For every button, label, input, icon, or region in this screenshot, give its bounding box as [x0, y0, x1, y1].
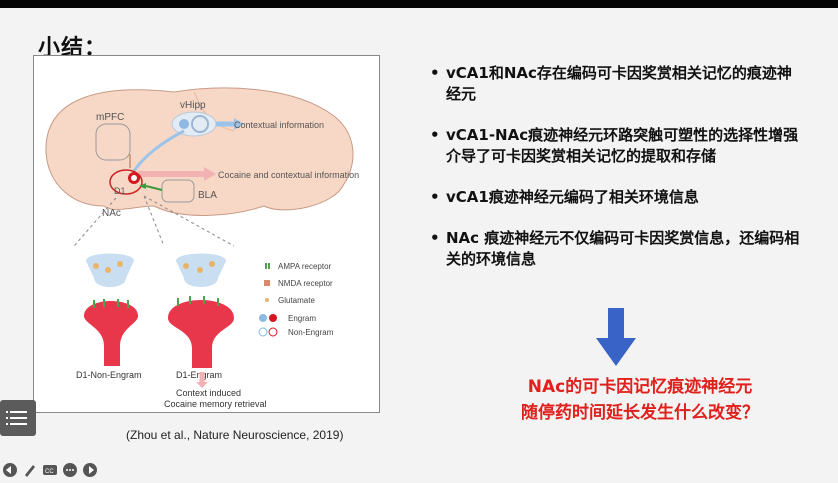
mpfc-region — [95, 123, 131, 161]
citation: (Zhou et al., Nature Neuroscience, 2019) — [126, 428, 344, 442]
window-top-bar — [0, 0, 838, 8]
svg-text:Engram: Engram — [288, 314, 316, 323]
brain-circuit-diagram: vHipp mPFC Contextual information Cocain… — [45, 87, 359, 409]
mpfc-label: mPFC — [96, 112, 124, 123]
summary-bullets: •vCA1和NAc存在编码可卡因奖赏相关记忆的痕迹神经元 •vCA1-NAc痕迹… — [420, 63, 800, 290]
d1-engram-label: D1-Engram — [176, 370, 222, 380]
brain-outline — [45, 87, 354, 216]
bullet-item: •vCA1和NAc存在编码可卡因奖赏相关记忆的痕迹神经元 — [430, 64, 792, 103]
synapse-engram: D1-Engram — [168, 253, 234, 380]
captions-icon[interactable]: CC — [42, 462, 58, 478]
svg-text:Non-Engram: Non-Engram — [288, 328, 334, 337]
nac-label: NAc — [102, 208, 121, 219]
svg-text:AMPA receptor: AMPA receptor — [278, 262, 332, 271]
bullet-item: •vCA1-NAc痕迹神经元环路突触可塑性的选择性增强介导了可卡因奖赏相关记忆的… — [430, 126, 799, 165]
bullet-item: •vCA1痕迹神经元编码了相关环境信息 — [430, 188, 699, 206]
slide: 小结： vHipp — [0, 8, 838, 460]
svg-text:CC: CC — [45, 469, 54, 475]
research-question: NAc的可卡因记忆痕迹神经元 随停药时间延长发生什么改变？ — [521, 377, 759, 423]
down-arrow-icon — [596, 308, 636, 366]
synapse-non-engram: D1-Non-Engram — [76, 253, 142, 380]
menu-button[interactable] — [0, 400, 36, 436]
cocaine-info-label: Cocaine and contextual information — [218, 170, 359, 180]
svg-text:Glutamate: Glutamate — [278, 296, 315, 305]
nac-region — [109, 169, 143, 195]
bullet-item: •NAc 痕迹神经元不仅编码可卡因奖赏信息，还编码相关的环境信息 — [430, 229, 800, 268]
contextual-info-label: Contextual information — [234, 120, 324, 130]
vhipp-label: vHipp — [180, 100, 206, 111]
forward-icon[interactable] — [82, 462, 98, 478]
d1-non-engram-label: D1-Non-Engram — [76, 370, 142, 380]
d1-label: D1 — [114, 186, 126, 196]
figure-panel: vHipp mPFC Contextual information Cocain… — [33, 55, 380, 413]
svg-text:NMDA receptor: NMDA receptor — [278, 279, 333, 288]
context-induced-label: Context induced — [176, 388, 241, 398]
playback-controls — [0, 460, 838, 483]
back-icon[interactable] — [2, 462, 18, 478]
figure-legend: AMPA receptor NMDA receptor Glutamate En… — [258, 262, 334, 337]
more-icon[interactable] — [62, 462, 78, 478]
bla-label: BLA — [198, 190, 217, 201]
cocaine-retrieval-label: Cocaine memory retrieval — [164, 399, 267, 409]
bla-region — [161, 179, 195, 203]
pen-icon[interactable] — [22, 462, 38, 478]
